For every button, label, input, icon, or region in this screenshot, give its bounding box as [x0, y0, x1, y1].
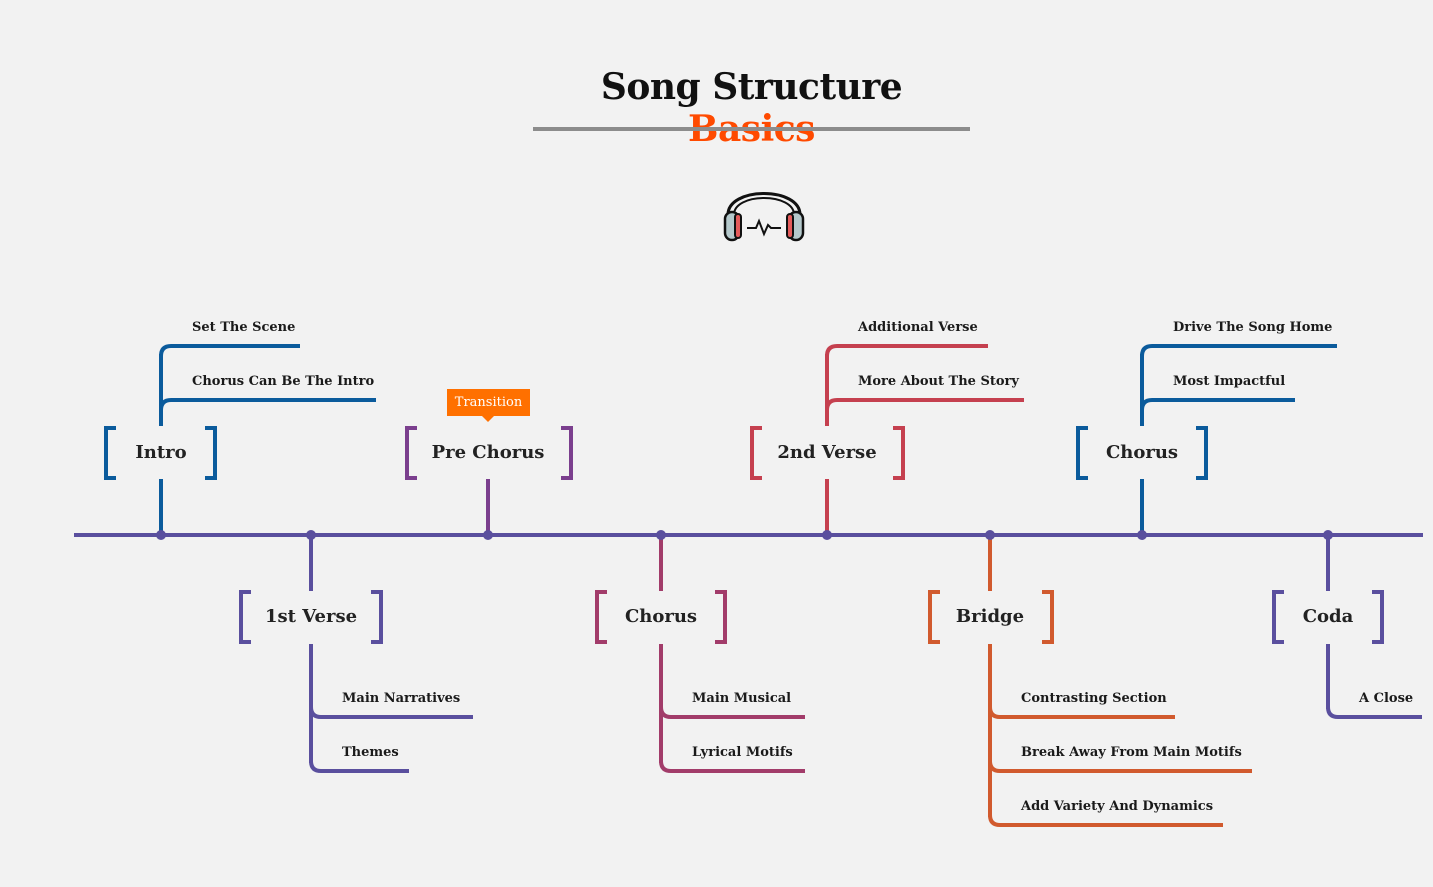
first-verse-sub-line	[309, 706, 473, 719]
topic-coda: Coda	[1302, 606, 1354, 627]
pre-chorus-bracket-left	[405, 426, 417, 480]
transition-callout: Transition	[447, 389, 530, 422]
second-verse-sub-line	[825, 344, 988, 357]
coda-sub-line	[1326, 706, 1422, 719]
second-verse-sub-line	[825, 398, 1024, 411]
bridge-subtopic: Add Variety And Dynamics	[1021, 799, 1214, 814]
bridge-sub-line	[988, 760, 1252, 773]
bridge-sub-line	[988, 814, 1223, 827]
chorus-2-sub-line	[1140, 398, 1295, 411]
chorus-1-node	[656, 530, 666, 540]
second-verse-node	[822, 530, 832, 540]
pre-chorus-bracket-right	[561, 426, 573, 480]
coda-bracket-right	[1372, 590, 1384, 644]
first-verse-subtopic: Main Narratives	[342, 691, 461, 706]
intro-bracket-left	[104, 426, 116, 480]
first-verse-sub-line	[309, 760, 409, 773]
second-verse-bracket-right	[893, 426, 905, 480]
chorus-1-sub-line	[659, 760, 805, 773]
coda-subtopic: A Close	[1359, 691, 1414, 706]
bridge-bracket-right	[1042, 590, 1054, 644]
second-verse-subtopic: Additional Verse	[858, 320, 978, 335]
bridge-subtopic: Contrasting Section	[1021, 691, 1167, 706]
chorus-1-sub-line	[659, 706, 805, 719]
bridge-subtopic: Break Away From Main Motifs	[1021, 745, 1242, 760]
intro-sub-line	[159, 344, 300, 357]
second-verse-bracket-left	[750, 426, 762, 480]
intro-subtopic: Set The Scene	[192, 320, 296, 335]
topic-intro: Intro	[135, 442, 187, 463]
coda-node	[1323, 530, 1333, 540]
intro-node	[156, 530, 166, 540]
first-verse-bracket-left	[239, 590, 251, 644]
intro-sub-line	[159, 398, 376, 411]
chorus-1-bracket-left	[595, 590, 607, 644]
chorus-1-subtopic: Main Musical	[692, 691, 792, 706]
first-verse-subtopic: Themes	[342, 745, 399, 760]
coda-bracket-left	[1272, 590, 1284, 644]
bridge-bracket-left	[928, 590, 940, 644]
topic-chorus-2: Chorus	[1105, 442, 1179, 463]
chorus-2-subtopic: Drive The Song Home	[1173, 320, 1333, 335]
headphones-icon	[722, 172, 806, 248]
first-verse-node	[306, 530, 316, 540]
first-verse-bracket-right	[371, 590, 383, 644]
title-main: Song Structure	[600, 66, 903, 108]
chorus-2-node	[1137, 530, 1147, 540]
topic-first-verse: 1st Verse	[264, 606, 358, 627]
chorus-2-bracket-left	[1076, 426, 1088, 480]
chorus-2-bracket-right	[1196, 426, 1208, 480]
chorus-1-bracket-right	[715, 590, 727, 644]
bridge-node	[985, 530, 995, 540]
pre-chorus-node	[483, 530, 493, 540]
chorus-2-sub-line	[1140, 344, 1337, 357]
topic-chorus-1: Chorus	[624, 606, 698, 627]
topic-second-verse: 2nd Verse	[777, 442, 877, 463]
bridge-sub-line	[988, 706, 1175, 719]
chorus-2-subtopic: Most Impactful	[1173, 374, 1286, 389]
topic-pre-chorus: Pre Chorus	[431, 442, 545, 463]
chorus-1-subtopic: Lyrical Motifs	[692, 745, 793, 760]
intro-subtopic: Chorus Can Be The Intro	[192, 374, 375, 389]
second-verse-subtopic: More About The Story	[858, 374, 1019, 389]
topic-bridge: Bridge	[955, 606, 1025, 627]
intro-bracket-right	[205, 426, 217, 480]
